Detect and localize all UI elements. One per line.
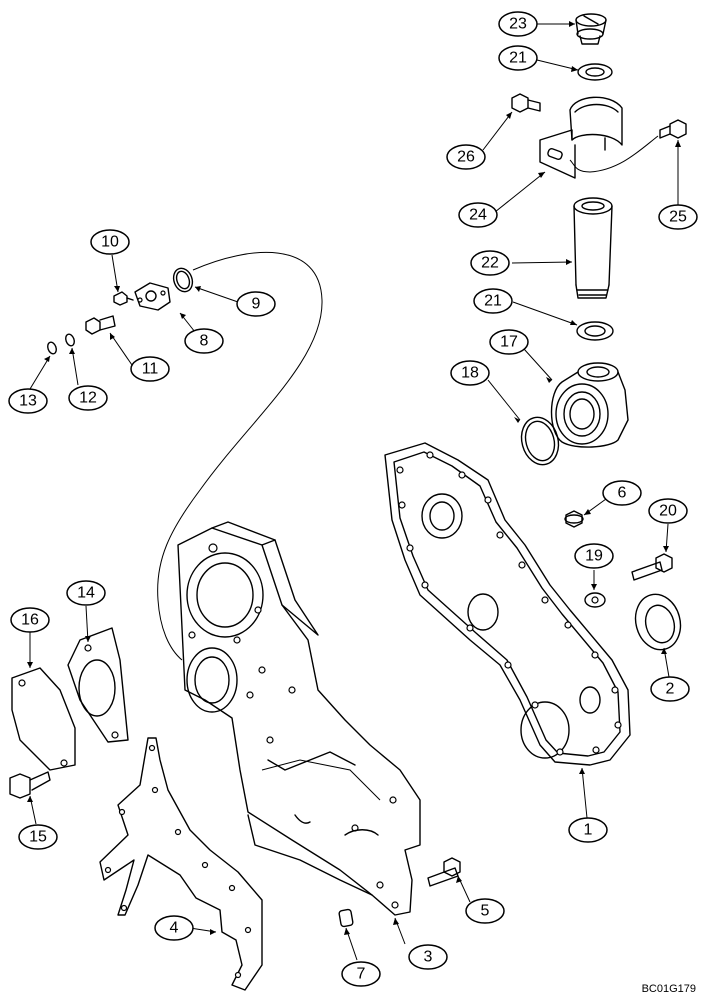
- part-4-housing-gasket: [99, 737, 263, 991]
- callout-10-label: 10: [101, 234, 119, 251]
- callout-11: 11: [130, 356, 170, 382]
- callout-22: 22: [470, 250, 510, 276]
- callout-7: 7: [341, 961, 381, 987]
- callout-20-label: 20: [659, 503, 677, 520]
- callout-1: 1: [568, 817, 608, 843]
- part-14-gasket: [67, 627, 129, 743]
- callout-14: 14: [66, 580, 106, 606]
- part-12-ring: [65, 333, 75, 347]
- part-15-bolt: [9, 771, 51, 799]
- part-21-seal-ring-top: [577, 63, 613, 81]
- part-19-nut: [584, 592, 606, 608]
- arrowheads: [27, 21, 681, 935]
- part-16-cover-plate: [11, 667, 76, 771]
- part-9-o-ring: [172, 267, 194, 293]
- part-24-support-bracket: [539, 96, 623, 179]
- part-11-fitting: [85, 315, 116, 335]
- part-2-front-seal: [634, 593, 682, 651]
- callout-25-label: 25: [669, 209, 687, 226]
- part-23-filler-cap: [575, 13, 607, 45]
- part-3-gear-housing: [177, 521, 421, 916]
- part-6-bolt: [564, 510, 584, 528]
- callout-17: 17: [489, 329, 529, 355]
- callout-3: 3: [408, 944, 448, 970]
- callout-8: 8: [184, 328, 224, 354]
- part-17-filler-housing: [550, 362, 629, 448]
- callout-24-label: 24: [469, 207, 487, 224]
- callout-2: 2: [650, 676, 690, 702]
- callout-23-label: 23: [509, 16, 527, 33]
- callout-13-label: 13: [19, 393, 37, 410]
- callout-18-label: 18: [461, 365, 479, 382]
- callout-18: 18: [450, 360, 490, 386]
- callout-16: 16: [10, 607, 50, 633]
- part-5-bolt: [427, 857, 461, 887]
- callout-5: 5: [465, 898, 505, 924]
- callout-19-label: 19: [585, 548, 603, 565]
- callout-6: 6: [602, 480, 642, 506]
- callout-11-label: 11: [142, 361, 159, 378]
- callout-6-label: 6: [618, 485, 627, 502]
- callout-21-top: 21: [498, 45, 538, 71]
- callout-5-label: 5: [481, 903, 490, 920]
- part-1-cover-gasket: [384, 442, 631, 766]
- callout-26-label: 26: [457, 149, 475, 166]
- part-21-seal-ring-lower: [576, 321, 614, 341]
- callout-22-label: 22: [481, 255, 499, 272]
- part-8-flange-adapter: [134, 282, 171, 311]
- callout-12-label: 12: [79, 390, 97, 407]
- callout-16-label: 16: [21, 612, 39, 629]
- callout-20: 20: [648, 498, 688, 524]
- callout-21-lower-label: 21: [484, 293, 502, 310]
- callout-15-label: 15: [29, 829, 47, 846]
- callout-25: 25: [658, 204, 698, 230]
- callout-4-label: 4: [170, 920, 179, 937]
- callout-23: 23: [498, 11, 538, 37]
- callout-4: 4: [154, 915, 194, 941]
- callout-15: 15: [18, 824, 58, 850]
- part-25-bolt: [659, 119, 687, 139]
- callout-8-label: 8: [200, 333, 209, 350]
- callout-3-label: 3: [424, 949, 433, 966]
- part-13-ring: [47, 341, 57, 355]
- callout-14-label: 14: [77, 585, 95, 602]
- callout-26: 26: [446, 144, 486, 170]
- callout-7-label: 7: [357, 966, 366, 983]
- callout-13: 13: [8, 388, 48, 414]
- callout-21-top-label: 21: [509, 50, 527, 67]
- part-26-bolt: [511, 93, 541, 113]
- part-7-dowel: [338, 908, 354, 928]
- callout-9-label: 9: [252, 296, 261, 313]
- part-20-bolt: [631, 553, 673, 581]
- callout-9: 9: [236, 291, 276, 317]
- callout-1-label: 1: [584, 822, 593, 839]
- part-22-filler-tube: [573, 197, 613, 299]
- callout-10: 10: [90, 229, 130, 255]
- callout-17-label: 17: [500, 334, 518, 351]
- callout-24: 24: [458, 202, 498, 228]
- callout-21-lower: 21: [473, 288, 513, 314]
- figure-code: BC01G179: [642, 983, 696, 995]
- callout-19: 19: [574, 543, 614, 569]
- part-18-o-ring: [520, 416, 560, 466]
- leader-lines: [29, 23, 679, 961]
- callout-12: 12: [68, 385, 108, 411]
- part-10-screw: [113, 291, 134, 306]
- callout-2-label: 2: [666, 681, 675, 698]
